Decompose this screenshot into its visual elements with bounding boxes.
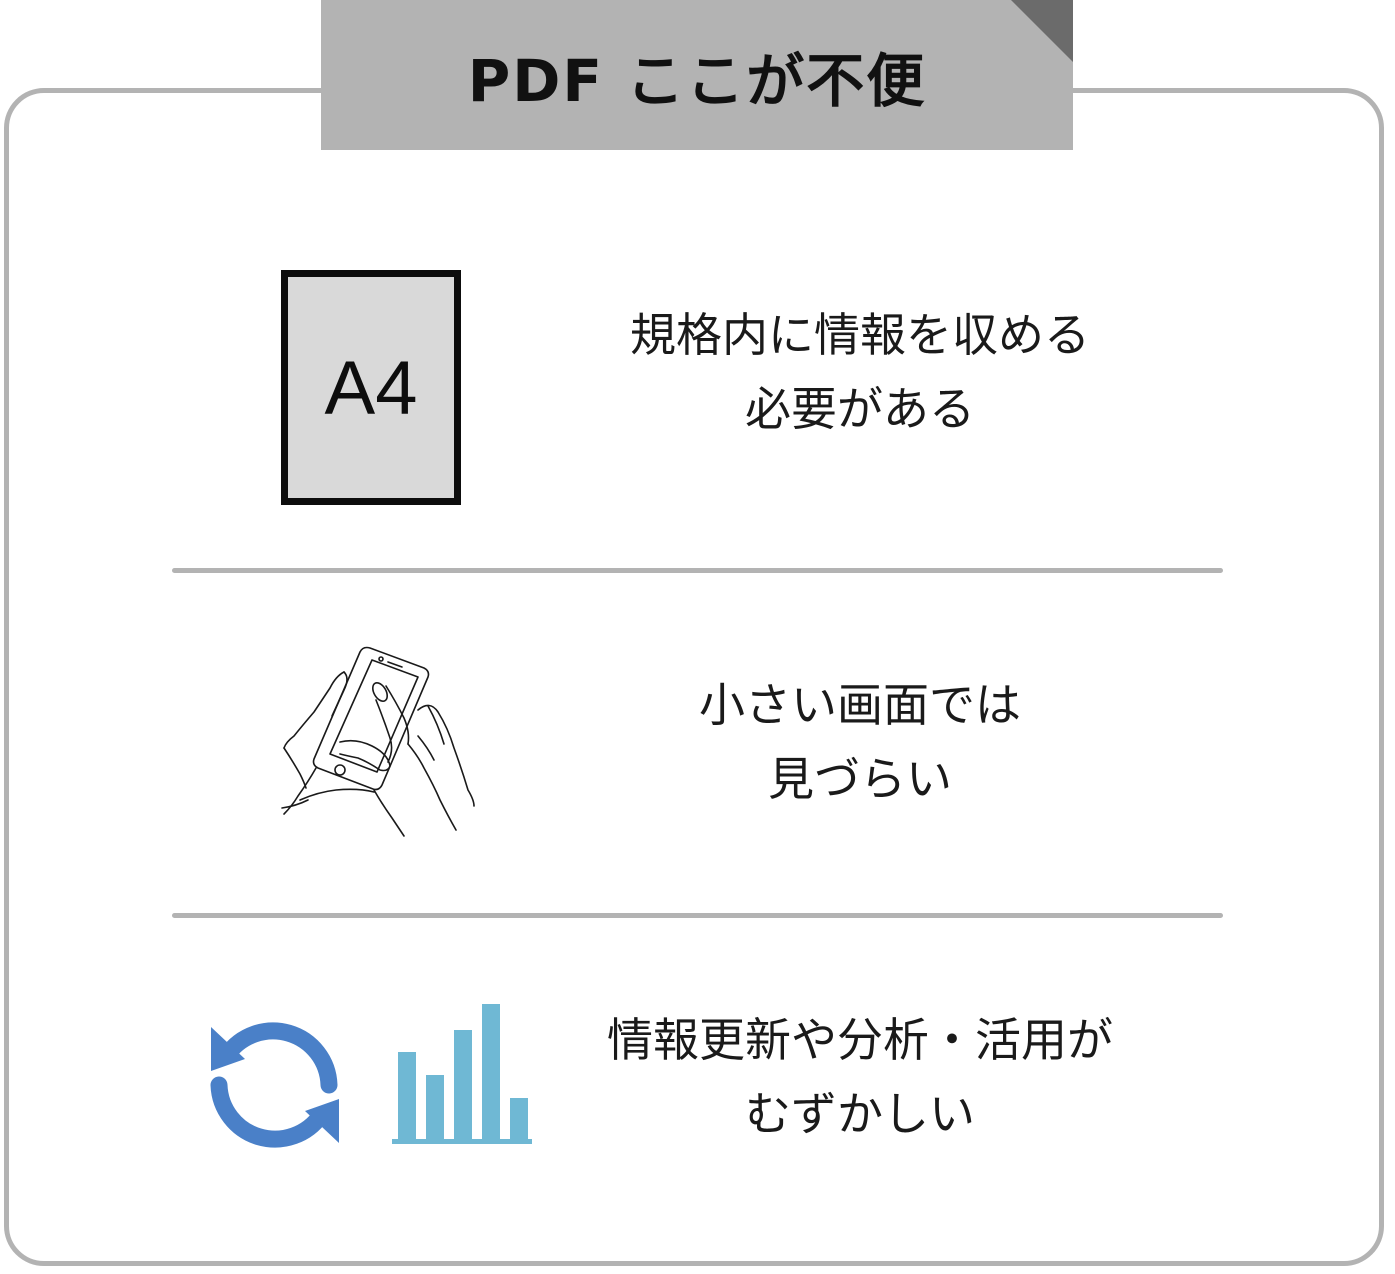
a4-paper-icon: A4 <box>281 270 461 505</box>
bar-chart-icon <box>392 1004 532 1144</box>
item-1-line-1: 規格内に情報を収める <box>630 308 1090 362</box>
item-3-line-2: むずかしい <box>745 1087 975 1141</box>
refresh-icon <box>210 1022 339 1148</box>
divider-1 <box>172 568 1223 573</box>
item-1-line-2: 必要がある <box>745 382 975 436</box>
item-3-line-1: 情報更新や分析・活用が <box>607 1013 1113 1067</box>
item-2-text: 小さい画面では 見づらい <box>560 668 1160 816</box>
item-3-text: 情報更新や分析・活用が むずかしい <box>560 1003 1160 1151</box>
page-title: PDF ここが不便 <box>467 47 927 115</box>
item-2-line-1: 小さい画面では <box>699 678 1021 732</box>
divider-2 <box>172 913 1223 918</box>
smartphone-hands-icon <box>281 646 475 837</box>
bar-5 <box>510 1098 528 1142</box>
content-card <box>4 88 1384 1266</box>
bar-4 <box>482 1004 500 1142</box>
folded-corner <box>1011 0 1073 62</box>
title-banner: PDF ここが不便 <box>321 0 1073 150</box>
baseline <box>392 1139 532 1144</box>
item-2-line-2: 見づらい <box>768 752 952 806</box>
bar-1 <box>398 1052 416 1142</box>
a4-label: A4 <box>324 346 418 431</box>
item-1-text: 規格内に情報を収める 必要がある <box>560 298 1160 446</box>
bar-2 <box>426 1075 444 1142</box>
bar-3 <box>454 1030 472 1142</box>
